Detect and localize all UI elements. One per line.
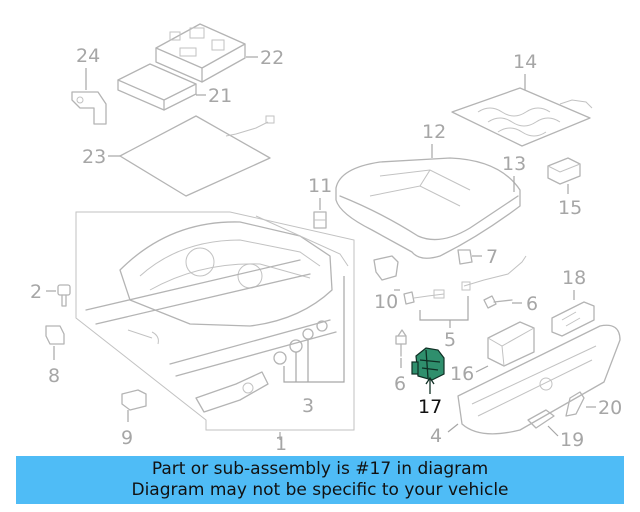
- callout-23: 23: [82, 146, 106, 168]
- part-17-highlighted: [411, 347, 445, 381]
- part-4-side-trim: [457, 324, 621, 435]
- callout-24: 24: [76, 45, 100, 67]
- callout-4: 4: [430, 425, 442, 447]
- part-23-seat-heater-pad: [119, 115, 275, 197]
- part-5-harness: [403, 255, 527, 305]
- part-18-switch: [551, 301, 595, 337]
- part-24-bracket: [71, 91, 107, 125]
- part-11-clip: [313, 211, 327, 229]
- part-8-cover: [45, 325, 65, 345]
- part-22-control-board: [155, 23, 246, 83]
- callout-22: 22: [260, 47, 284, 69]
- callout-21: 21: [208, 85, 232, 107]
- callout-10: 10: [374, 291, 398, 313]
- banner-line-2: Diagram may not be specific to your vehi…: [131, 480, 509, 500]
- leader-5: [419, 296, 469, 328]
- banner-line-1: Part or sub-assembly is #17 in diagram: [151, 459, 489, 479]
- callout-7: 7: [486, 246, 498, 268]
- callout-20: 20: [598, 397, 622, 419]
- callout-15: 15: [558, 197, 582, 219]
- part-6-screw-left: [395, 329, 407, 357]
- part-16-seat-module: [487, 321, 535, 367]
- leader-16: [475, 365, 489, 373]
- callout-19: 19: [560, 429, 584, 451]
- part-3-fasteners: [273, 320, 328, 365]
- arrow-17: [425, 376, 435, 385]
- callout-13: 13: [502, 153, 526, 175]
- callout-16: 16: [450, 363, 474, 385]
- callout-6b: 6: [526, 293, 538, 315]
- part-14-heater-mat: [451, 87, 593, 147]
- leader-3: [283, 276, 345, 383]
- leader-19: [547, 425, 559, 437]
- part-15-connector: [547, 157, 581, 185]
- part-10-clip: [373, 255, 399, 281]
- part-21-module-box: [117, 63, 197, 111]
- part-19-knob: [527, 409, 555, 429]
- callout-14: 14: [513, 51, 537, 73]
- callout-17: 17: [418, 396, 442, 418]
- part-20-knob: [565, 391, 585, 417]
- callout-18: 18: [562, 267, 586, 289]
- info-banner: Part or sub-assembly is #17 in diagram D…: [16, 456, 624, 504]
- callout-9: 9: [121, 427, 133, 449]
- callout-11: 11: [308, 175, 332, 197]
- callout-12: 12: [422, 121, 446, 143]
- callout-2: 2: [30, 281, 42, 303]
- callout-1: 1: [275, 433, 287, 455]
- callout-5: 5: [444, 329, 456, 351]
- part-6-screw-right: [483, 295, 513, 309]
- callout-6a: 6: [394, 373, 406, 395]
- part-2-bolt: [57, 284, 71, 307]
- leader-4: [447, 423, 459, 433]
- callout-8: 8: [48, 365, 60, 387]
- part-9-cap: [121, 389, 147, 411]
- callout-3: 3: [302, 395, 314, 417]
- part-12-seat-cushion: [335, 157, 521, 259]
- part-7-clip: [457, 249, 473, 265]
